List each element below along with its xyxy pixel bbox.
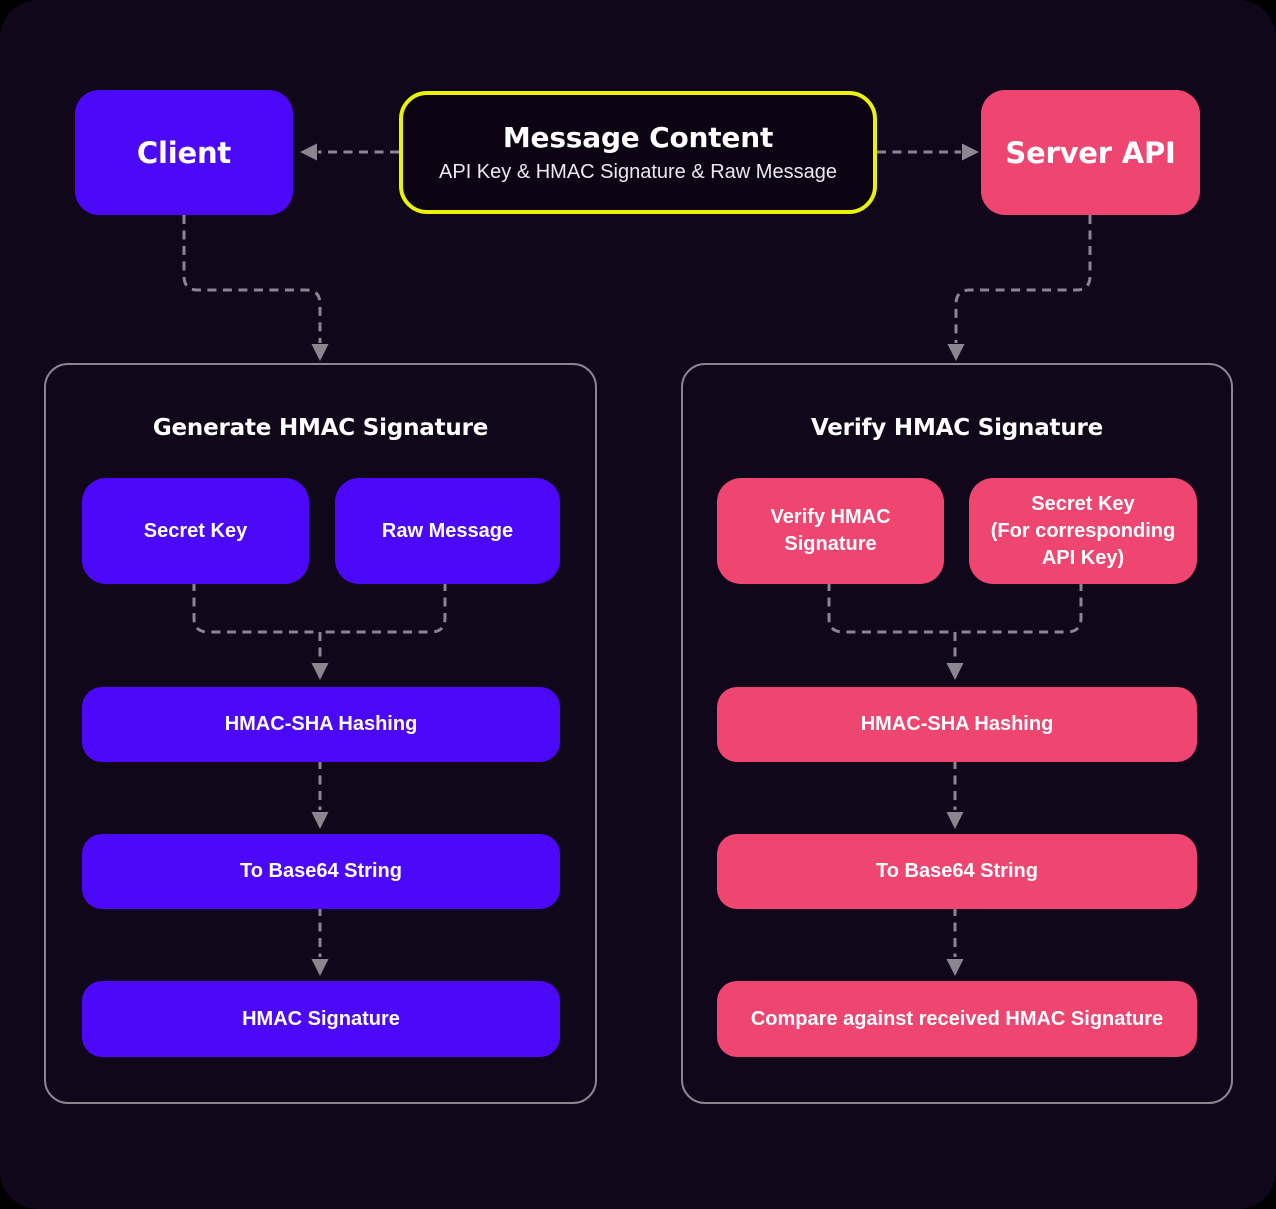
message-content-node: Message Content API Key & HMAC Signature… <box>399 91 877 214</box>
message-content-title: Message Content <box>502 121 774 154</box>
generate-panel-title: Generate HMAC Signature <box>152 415 489 441</box>
hmac-signature-box: HMAC Signature <box>82 981 560 1057</box>
server-api-node: Server API <box>981 90 1200 215</box>
to-base64-string-box: To Base64 String <box>717 834 1197 909</box>
raw-message-box: Raw Message <box>335 478 560 584</box>
server-api-label: Server API <box>1005 135 1176 170</box>
client-node: Client <box>75 90 293 215</box>
secret-key-box: Secret Key <box>82 478 309 584</box>
hmac-sha-hashing-box: HMAC-SHA Hashing <box>717 687 1197 762</box>
server-secret-key-box: Secret Key (For corresponding API Key) <box>969 478 1197 584</box>
verify-panel-title: Verify HMAC Signature <box>810 415 1104 441</box>
hmac-sha-hashing-box: HMAC-SHA Hashing <box>82 687 560 762</box>
verify-hmac-signature-box: Verify HMAC Signature <box>717 478 944 584</box>
verify-hmac-panel: Verify HMAC Signature Verify HMAC Signat… <box>681 363 1233 1104</box>
generate-hmac-panel: Generate HMAC Signature Secret Key Raw M… <box>44 363 597 1104</box>
client-label: Client <box>136 135 232 170</box>
to-base64-string-box: To Base64 String <box>82 834 560 909</box>
compare-signature-box: Compare against received HMAC Signature <box>717 981 1197 1057</box>
message-content-subtitle: API Key & HMAC Signature & Raw Message <box>439 161 837 183</box>
